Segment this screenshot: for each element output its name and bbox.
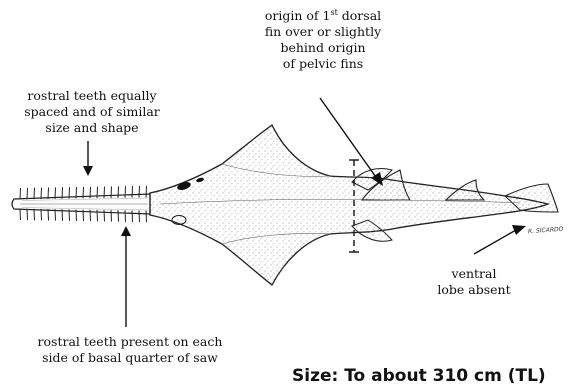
rostral-tooth [146, 186, 147, 198]
rostral-tooth [111, 210, 112, 222]
label-line: rostral teeth equally [22, 88, 162, 104]
label-line: of pelvic fins [248, 56, 398, 72]
rostral-tooth [76, 209, 77, 221]
label-rostral-teeth-basal: rostral teeth present on each side of ba… [22, 334, 238, 366]
rostral-tooth [76, 187, 77, 199]
rostral-tooth [139, 186, 140, 198]
label-ventral-lobe: ventral lobe absent [424, 266, 524, 298]
rostral-tooth [104, 187, 105, 199]
rostral-tooth [83, 210, 84, 222]
rostral-tooth [125, 186, 126, 198]
rostral-tooth [62, 187, 63, 199]
label-line: ventral [424, 266, 524, 282]
rostral-tooth [48, 209, 49, 221]
rostrum [12, 194, 150, 214]
label-dorsal-fin-origin: origin of 1st dorsal fin over or slightl… [248, 8, 398, 72]
label-line: fin over or slightly [248, 24, 398, 40]
rostral-tooth [132, 210, 133, 222]
rostral-tooth [41, 209, 42, 221]
label-line: side of basal quarter of saw [22, 350, 238, 366]
rostral-tooth [132, 186, 133, 198]
rostral-tooth [69, 187, 70, 199]
rostral-tooth [55, 187, 56, 199]
rostral-tooth [34, 188, 35, 200]
rostral-tooth [146, 211, 147, 223]
rostral-tooth [118, 210, 119, 222]
rostral-tooth [41, 188, 42, 200]
rostral-tooth [104, 210, 105, 222]
label-line: lobe absent [424, 282, 524, 298]
rostral-tooth [27, 188, 28, 200]
label-line: rostral teeth present on each [22, 334, 238, 350]
rostral-tooth [97, 187, 98, 199]
rostral-tooth [48, 188, 49, 200]
rostral-tooth [139, 211, 140, 223]
rostral-tooth [69, 209, 70, 221]
rostral-tooth [62, 209, 63, 221]
rostral-tooth [55, 209, 56, 221]
rostral-tooth [125, 210, 126, 222]
rostral-tooth [20, 188, 21, 200]
rostral-tooth [34, 209, 35, 221]
rostral-tooth [111, 186, 112, 198]
superscript: st [330, 8, 337, 17]
label-line: spaced and of similar [22, 104, 162, 120]
rostral-tooth [97, 210, 98, 222]
label-part: origin of 1 [265, 8, 331, 23]
label-rostral-teeth-spacing: rostral teeth equally spaced and of simi… [22, 88, 162, 136]
rostral-tooth [118, 186, 119, 198]
label-line: size and shape [22, 120, 162, 136]
label-part: dorsal [338, 8, 381, 23]
rostral-tooth [90, 210, 91, 222]
rostral-tooth [90, 187, 91, 199]
label-line: behind origin [248, 40, 398, 56]
rostral-tooth [83, 187, 84, 199]
rostral-tooth [27, 209, 28, 221]
rostral-tooth [20, 209, 21, 221]
label-line: origin of 1st dorsal [248, 8, 398, 24]
size-footer-partial: Size: To about 310 cm (TL) [292, 366, 546, 386]
